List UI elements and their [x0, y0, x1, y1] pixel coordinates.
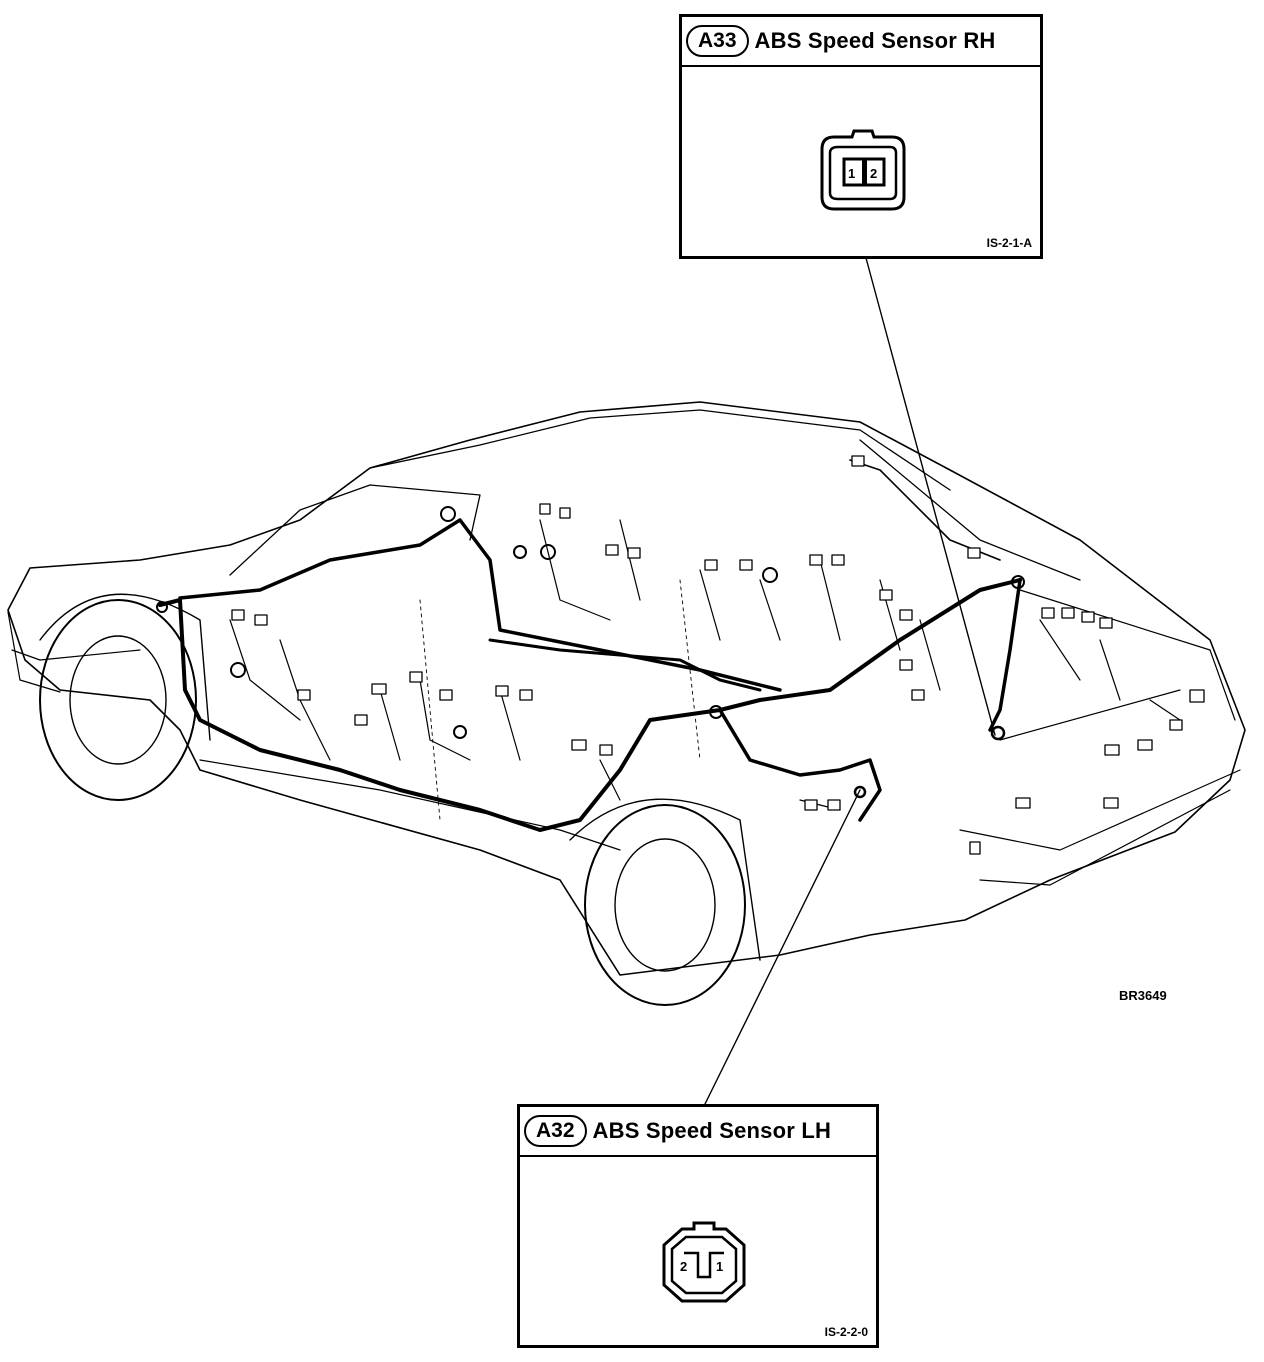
rear-bumper	[959, 769, 1241, 886]
connector-header-a32: A32 ABS Speed Sensor LH	[520, 1107, 876, 1157]
connector-a32-pin-1: 1	[716, 1259, 723, 1274]
windshield	[229, 484, 481, 576]
rear-wheel-arch	[569, 798, 761, 961]
trunk-lid	[999, 589, 1236, 741]
harness-rear-left	[718, 708, 882, 822]
front-wheel-arch	[39, 593, 211, 741]
connector-code-a32: A32	[524, 1115, 587, 1147]
rear-wheel-rim	[614, 838, 716, 972]
grommets	[156, 506, 1025, 739]
connector-header-a33: A33 ABS Speed Sensor RH	[682, 17, 1040, 67]
connector-a33-pin-2: 2	[870, 166, 877, 181]
connector-face-a33: 1 2	[820, 129, 906, 211]
harness-dash	[178, 518, 782, 692]
front-wheel-tire	[39, 599, 197, 801]
harness-floor	[488, 638, 762, 692]
sensor-lh-point	[853, 785, 867, 799]
rocker-panel	[199, 759, 621, 851]
harness-rear-right	[988, 578, 1022, 732]
connector-code-a33: A33	[686, 25, 749, 57]
front-wheel-rim	[69, 635, 167, 765]
connector-face-a32: 2 1	[662, 1221, 746, 1303]
connector-callout-a32: A32 ABS Speed Sensor LH 2 1 IS-2-2-0	[517, 1104, 879, 1348]
harness-main-front	[158, 578, 1022, 832]
rear-window	[859, 439, 1081, 581]
connector-a32-pin-2: 2	[680, 1259, 687, 1274]
door-line	[419, 579, 701, 821]
connector-name-a33: ABS Speed Sensor RH	[754, 28, 996, 53]
roof-line	[369, 409, 951, 491]
connector-a33-pin-1: 1	[848, 166, 855, 181]
leader-line-a33	[865, 257, 996, 736]
connector-name-a32: ABS Speed Sensor LH	[592, 1118, 832, 1143]
front-bumper	[7, 611, 141, 693]
leader-line-a32	[704, 789, 861, 1105]
connector-ref-a32: IS-2-2-0	[824, 1325, 868, 1339]
connector-ref-a33: IS-2-1-A	[986, 236, 1032, 250]
sensor-rh-point	[990, 725, 1006, 741]
figure-code: BR3649	[1119, 988, 1167, 1003]
harness-connectors	[231, 455, 1205, 855]
connector-callout-a33: A33 ABS Speed Sensor RH 1 2 IS-2-1-A	[679, 14, 1043, 259]
car-body-outline	[7, 401, 1246, 976]
rear-wheel-tire	[584, 804, 746, 1006]
